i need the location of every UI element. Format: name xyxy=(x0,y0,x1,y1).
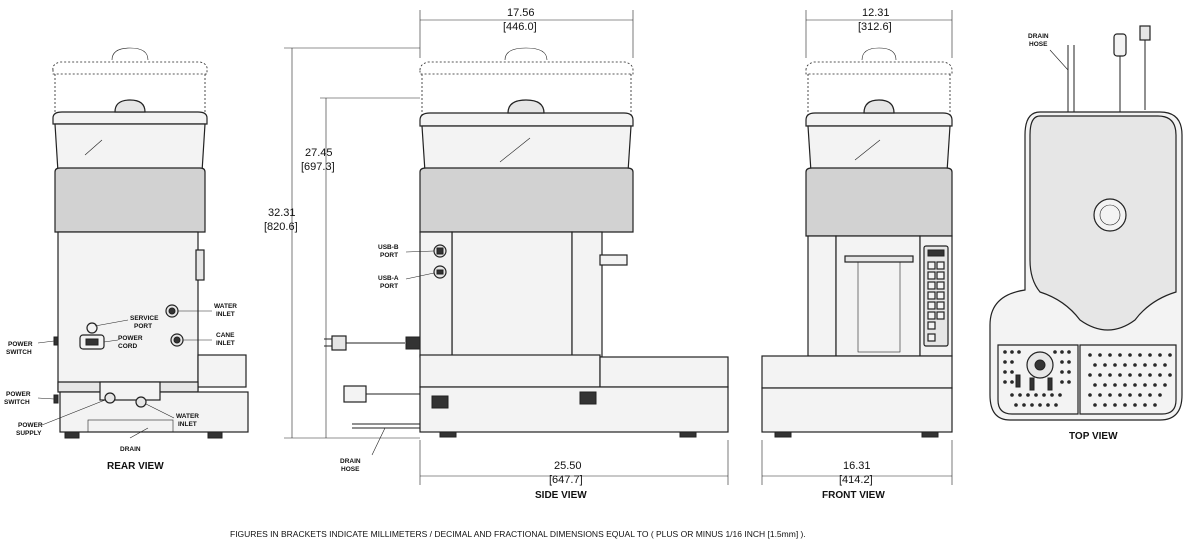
rear-power-supply-label-2: SUPPLY xyxy=(16,430,42,437)
rear-drain-label: DRAIN xyxy=(120,446,141,453)
rear-power-switch-b-label-1: POWER xyxy=(6,391,31,398)
overall-height-dim-mm: [820.6] xyxy=(264,221,298,233)
vent-holes-left xyxy=(1003,350,1071,407)
rear-view: SERVICE PORT POWER CORD WATER INLET CANE… xyxy=(4,47,249,472)
side-depth-dim-mm: [647.7] xyxy=(549,474,583,486)
rear-water-inlet-b-label-1: WATER xyxy=(176,413,199,420)
rear-power-switch-label-2: SWITCH xyxy=(6,349,32,356)
front-view-title: FRONT VIEW xyxy=(822,490,885,501)
top-view: DRAIN HOSE xyxy=(989,25,1183,442)
overall-height-dim: 32.31 xyxy=(268,207,296,219)
vent-holes xyxy=(1088,353,1172,407)
lower-height-dim: 27.45 xyxy=(305,147,333,159)
dimension-footnote: FIGURES IN BRACKETS INDICATE MILLIMETERS… xyxy=(230,529,806,539)
usb-b-label-2: PORT xyxy=(380,252,398,259)
front-view: 12.31 [312.6] xyxy=(761,7,953,501)
side-view-title: SIDE VIEW xyxy=(535,490,587,501)
rear-power-cord-label-1: POWER xyxy=(118,335,143,342)
rear-water-inlet-label-1: WATER xyxy=(214,303,237,310)
usb-a-label-2: PORT xyxy=(380,283,398,290)
rear-service-port-label-2: PORT xyxy=(134,323,152,330)
side-view: 17.56 [446.0] 27.45 [697.3] 32.31 [820.6… xyxy=(264,7,729,501)
rear-power-switch-b-label-2: SWITCH xyxy=(4,399,30,406)
lower-height-dim-mm: [697.3] xyxy=(301,161,335,173)
top-view-title: TOP VIEW xyxy=(1069,431,1118,442)
top-drain-hose-label-2: HOSE xyxy=(1029,41,1048,48)
rear-water-inlet-b-label-2: INLET xyxy=(178,421,197,428)
rear-cane-inlet-label-2: INLET xyxy=(216,340,235,347)
top-drain-hose-label-1: DRAIN xyxy=(1028,33,1049,40)
rear-service-port-label-1: SERVICE xyxy=(130,315,159,322)
rear-view-title: REAR VIEW xyxy=(107,461,164,472)
side-depth-dim: 25.50 xyxy=(554,460,582,472)
usb-a-label-1: USB-A xyxy=(378,275,399,282)
front-depth-dim: 16.31 xyxy=(843,460,871,472)
front-depth-dim-mm: [414.2] xyxy=(839,474,873,486)
usb-b-label-1: USB-B xyxy=(378,244,399,251)
front-width-dim-mm: [312.6] xyxy=(858,21,892,33)
side-drain-hose-label-1: DRAIN xyxy=(340,458,361,465)
keypad-buttons xyxy=(927,261,945,342)
rear-cane-inlet-label-1: CANE xyxy=(216,332,235,339)
side-drain-hose-label-2: HOSE xyxy=(341,466,360,473)
rear-power-supply-label-1: POWER xyxy=(18,422,43,429)
side-width-dim-mm: [446.0] xyxy=(503,21,537,33)
rear-water-inlet-label-2: INLET xyxy=(216,311,235,318)
side-width-dim: 17.56 xyxy=(507,7,535,19)
rear-power-switch-label-1: POWER xyxy=(8,341,33,348)
front-width-dim: 12.31 xyxy=(862,7,890,19)
rear-power-cord-label-2: CORD xyxy=(118,343,137,350)
